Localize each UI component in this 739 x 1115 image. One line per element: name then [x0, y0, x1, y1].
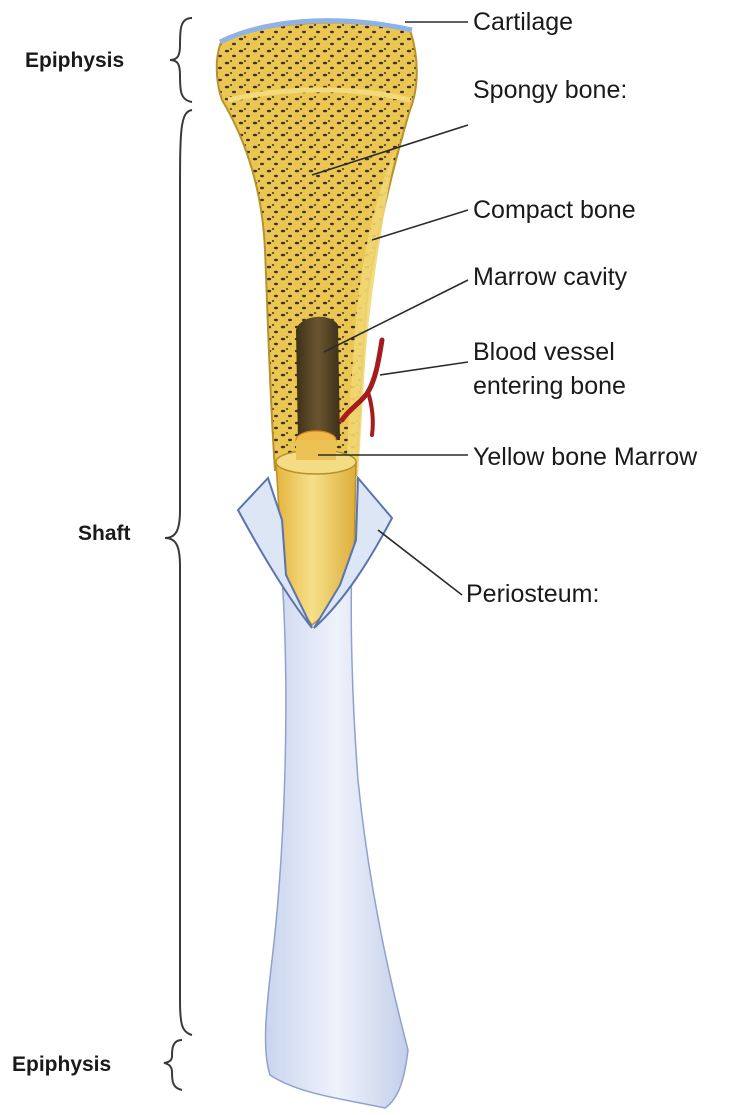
leader-compact-bone: [372, 210, 468, 240]
label-cartilage: Cartilage: [473, 8, 573, 36]
label-yellow-marrow: Yellow bone Marrow: [473, 443, 698, 471]
label-epiphysis-top: Epiphysis: [25, 49, 124, 72]
marrow-cavity: [296, 317, 340, 440]
label-epiphysis-bottom: Epiphysis: [12, 1053, 111, 1076]
label-blood-vessel-line2: entering bone: [473, 372, 626, 400]
brace-shaft: [165, 110, 192, 1035]
label-compact-bone: Compact bone: [473, 196, 636, 224]
label-shaft: Shaft: [78, 522, 131, 545]
brace-epiphysis-top: [170, 18, 192, 102]
label-blood-vessel-line1: Blood vessel: [473, 338, 615, 366]
brace-epiphysis-bottom: [164, 1040, 182, 1090]
label-periosteum: Periosteum:: [466, 580, 599, 608]
label-marrow-cavity: Marrow cavity: [473, 263, 628, 291]
lower-shaft: [266, 560, 408, 1108]
leader-periosteum: [378, 530, 462, 595]
label-spongy-bone: Spongy bone:: [473, 76, 627, 104]
leader-blood-vessel: [380, 362, 468, 375]
